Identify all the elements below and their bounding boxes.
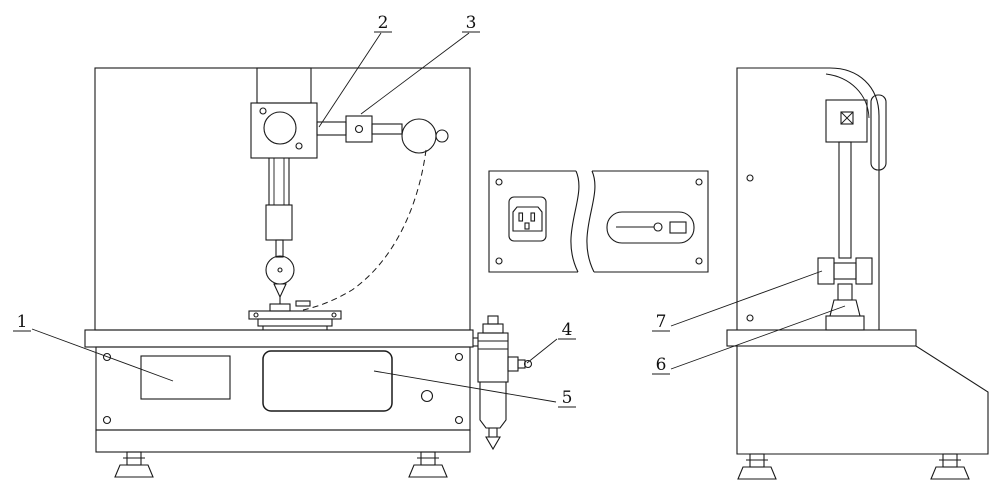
gauge-column [265,158,295,304]
gauge-dial [265,255,295,285]
drain-valve [485,436,501,451]
leader-line-3 [360,32,470,115]
callout-label-4: 4 [562,320,573,340]
pivot-block [345,115,373,143]
tabletop [84,329,474,348]
front-view [84,67,533,478]
base-skirt [95,429,471,453]
leveling-foot [114,451,154,478]
power-inlet-socket [508,196,547,242]
column-bracket [256,67,312,104]
door-edge-handle [870,94,887,171]
connector-slot [606,211,695,244]
outlet-fitting [507,356,519,372]
control-panel-window [262,350,393,412]
lower-clamp [825,283,865,331]
leader-line-7 [670,270,823,327]
air-filter-regulator [473,315,533,451]
display-window [140,355,231,400]
guide-rod [838,141,852,259]
leader-line-4 [526,338,558,364]
side-mechanism [817,99,873,331]
side-view [726,67,989,480]
leveling-foot [930,453,970,480]
power-button [420,389,434,403]
leveling-foot [408,451,448,478]
break-line [586,170,596,273]
knurled-knob [817,257,873,285]
callout-label-5: 5 [562,388,573,408]
power-socket-panel [488,170,580,273]
load-cell-plate [250,102,318,159]
callouts: 1 2 3 4 5 6 7 [13,13,846,408]
callout-label-7: 7 [656,312,667,332]
detail-panel-view [488,170,709,273]
callout-label-2: 2 [378,13,389,33]
specimen-stage [248,300,342,330]
side-base [726,329,989,455]
connector-panel [586,170,709,273]
callout-label-1: 1 [17,312,28,332]
side-column [736,67,880,331]
swing-arm [316,115,449,154]
dashed-trajectory [302,149,427,311]
head-block [825,99,868,143]
callout-label-6: 6 [656,355,667,375]
impact-ball [401,118,437,154]
callout-label-3: 3 [466,13,477,33]
leveling-foot [737,453,777,480]
filter-bowl [479,381,507,429]
leader-line-1 [31,328,174,382]
leader-line-2 [318,32,382,128]
break-line [570,170,580,273]
machine-base [84,329,474,453]
leader-line-6 [670,305,846,370]
leader-line-5 [373,370,557,403]
